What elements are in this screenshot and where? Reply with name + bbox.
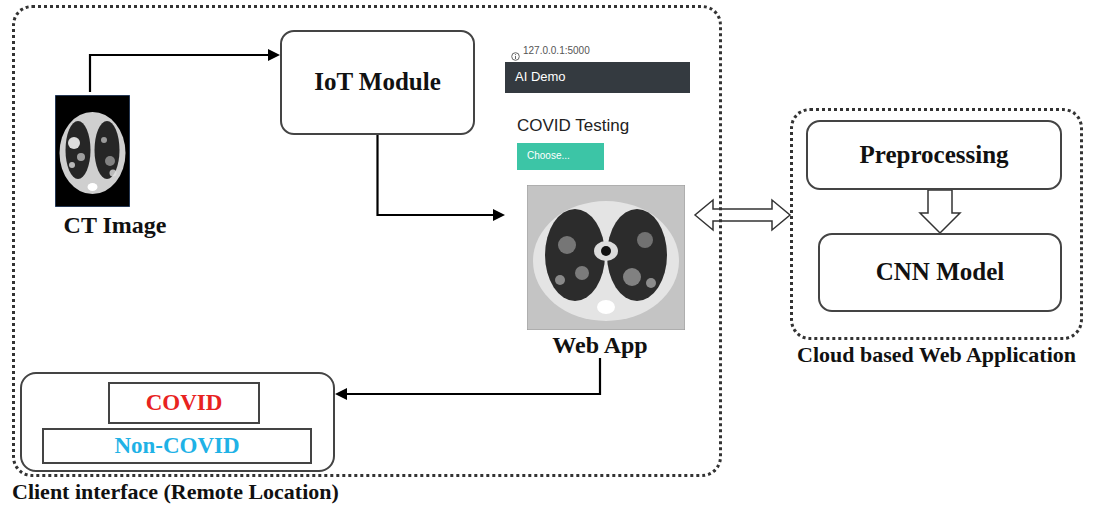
image-caption: Web App <box>552 332 647 358</box>
process-box: IoT Module <box>280 30 475 135</box>
arrow-line <box>90 55 270 92</box>
nav-title: AI Demo <box>515 69 566 85</box>
ct-image: CT Image <box>50 92 180 244</box>
ct-scan-picture <box>55 95 130 211</box>
arrow-head <box>493 209 505 221</box>
web-app-screen: 127.0.0.1:5000 AI DemoCOVID TestingChoose… <box>505 44 695 358</box>
box-label: COVID <box>146 390 223 416</box>
flow-arrow <box>378 135 506 221</box>
client-region: Client interface (Remote Location)CT Ima… <box>12 5 722 477</box>
ct-scan-picture <box>527 185 685 334</box>
button-label: Choose... <box>527 150 570 162</box>
process-box: CNN Model <box>818 233 1062 312</box>
process-box: Preprocessing <box>806 120 1062 190</box>
box-label: IoT Module <box>314 68 441 97</box>
box-label: Non-COVID <box>114 433 239 459</box>
arrow-line <box>345 358 600 394</box>
class-box: COVID <box>108 382 260 424</box>
arrow-head <box>268 49 280 61</box>
region-label: Client interface (Remote Location) <box>12 479 339 504</box>
region-label: Cloud based Web Application <box>797 342 1076 367</box>
block-arrow-shape <box>920 190 960 233</box>
flow-arrow <box>335 358 600 400</box>
arrow-line <box>378 135 496 215</box>
box-label: CNN Model <box>876 258 1004 287</box>
page-heading: COVID Testing <box>517 116 629 136</box>
flow-arrow <box>90 49 280 92</box>
result-box: COVID Non-COVID <box>20 372 335 472</box>
image-caption: CT Image <box>64 212 167 240</box>
box-label: Preprocessing <box>859 141 1008 170</box>
block-arrow <box>920 190 960 233</box>
cloud-region: Cloud based Web ApplicationPreprocessing… <box>790 108 1083 340</box>
block-arrow <box>695 200 790 230</box>
arrow-head <box>335 388 347 400</box>
class-box: Non-COVID <box>42 428 312 464</box>
block-arrow-shape <box>695 200 790 230</box>
address-text: 127.0.0.1:5000 <box>523 45 590 57</box>
